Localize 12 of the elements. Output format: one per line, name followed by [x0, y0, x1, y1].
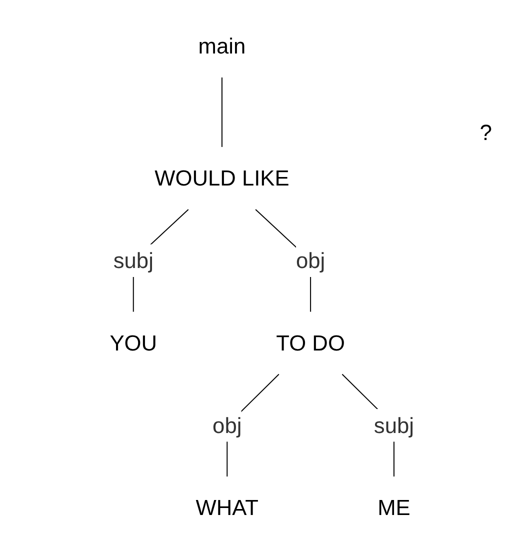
- edge-label: obj: [296, 248, 326, 273]
- edge-label: obj: [212, 412, 242, 438]
- node-text: ME: [378, 494, 410, 520]
- node-text: WOULD LIKE: [154, 165, 290, 190]
- node-text: TO DO: [276, 330, 345, 355]
- node-text: YOU: [110, 330, 158, 355]
- edge-label: subj: [113, 248, 154, 273]
- node-text: WHAT: [196, 494, 258, 520]
- edge-label: subj: [374, 412, 414, 438]
- note-text: ?: [480, 120, 492, 146]
- connector: [221, 76, 222, 147]
- node-text: main: [198, 33, 246, 58]
